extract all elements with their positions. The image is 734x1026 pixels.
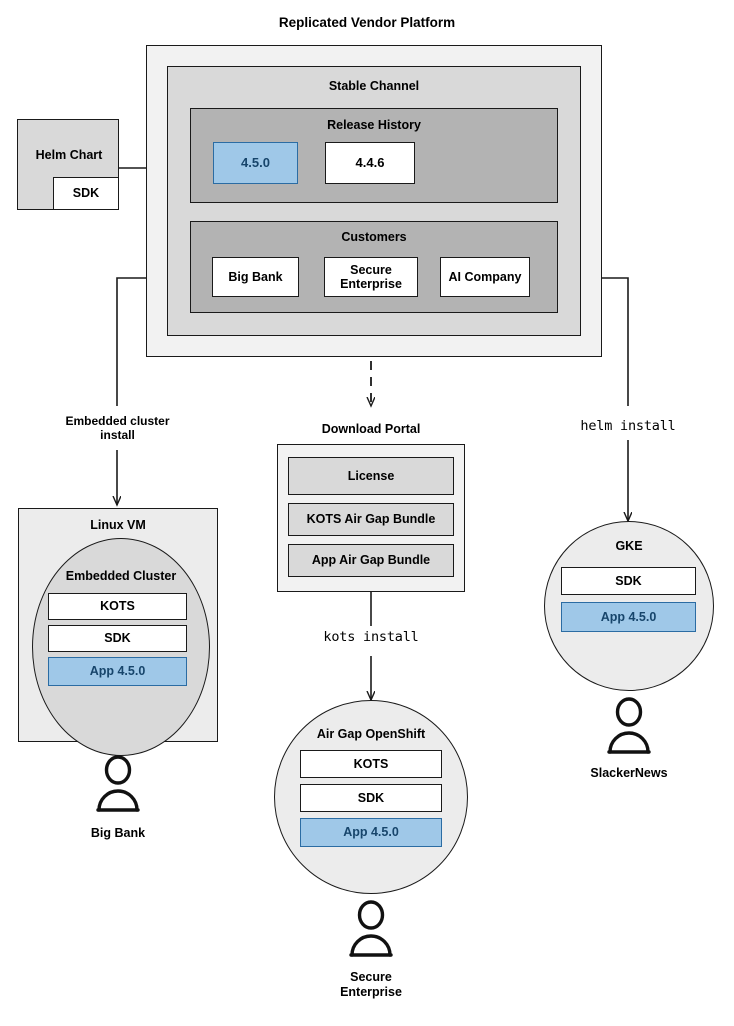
- edge-label-embedded-cluster-install: Embedded cluster install: [65, 414, 170, 443]
- helm-chart-box[interactable]: Helm Chart: [17, 119, 119, 210]
- download-portal-label: Download Portal: [321, 422, 421, 436]
- openshift-component-app[interactable]: App 4.5.0: [300, 818, 442, 847]
- person-icon: [349, 900, 393, 957]
- portal-artifact-app-airgap[interactable]: App Air Gap Bundle: [288, 544, 454, 577]
- openshift-component-app-label: App 4.5.0: [343, 825, 399, 840]
- page-title: Replicated Vendor Platform: [278, 15, 456, 30]
- portal-artifact-kots-airgap-label: KOTS Air Gap Bundle: [306, 512, 436, 527]
- gke-component-sdk[interactable]: SDK: [561, 567, 696, 595]
- linuxvm-component-sdk-label: SDK: [104, 631, 131, 646]
- edge-label-kots-install: kots install: [323, 629, 419, 645]
- gke-component-app-label: App 4.5.0: [600, 609, 657, 624]
- customer-label-secure-enterprise: Secure Enterprise: [340, 262, 402, 291]
- customer-box-ai-company[interactable]: AI Company: [440, 257, 530, 297]
- actor-caption-slackernews: SlackerNews: [590, 766, 668, 780]
- actor-slackernews: [603, 697, 655, 755]
- customer-label-big-bank: Big Bank: [228, 269, 283, 284]
- gke-label: GKE: [615, 539, 643, 553]
- person-icon: [607, 697, 651, 754]
- portal-artifact-license-label: License: [347, 468, 395, 483]
- linux-vm-label: Linux VM: [90, 518, 146, 532]
- stable-channel-label: Stable Channel: [328, 79, 420, 93]
- release-history-label: Release History: [327, 118, 421, 132]
- customer-box-big-bank[interactable]: Big Bank: [212, 257, 299, 297]
- embedded-cluster-label: Embedded Cluster: [65, 569, 177, 583]
- customers-label: Customers: [341, 230, 407, 244]
- person-icon: [96, 755, 140, 812]
- linuxvm-component-app-label: App 4.5.0: [89, 664, 146, 679]
- edge-label-helm-install: helm install: [580, 418, 676, 434]
- actor-big-bank: [92, 755, 144, 813]
- linuxvm-component-kots[interactable]: KOTS: [48, 593, 187, 620]
- helm-chart-label: Helm Chart: [35, 148, 103, 162]
- actor-caption-secure-enterprise: Secure Enterprise: [340, 970, 402, 1000]
- air-gap-openshift-label: Air Gap OpenShift: [316, 727, 426, 741]
- portal-artifact-license[interactable]: License: [288, 457, 454, 495]
- linuxvm-component-kots-label: KOTS: [100, 599, 135, 614]
- openshift-component-kots[interactable]: KOTS: [300, 750, 442, 778]
- portal-artifact-app-airgap-label: App Air Gap Bundle: [311, 553, 431, 568]
- customer-label-ai-company: AI Company: [448, 269, 522, 284]
- helm-chart-sdk-box[interactable]: SDK: [53, 177, 119, 210]
- actor-secure-enterprise: [345, 900, 397, 958]
- openshift-component-sdk[interactable]: SDK: [300, 784, 442, 812]
- customer-box-secure-enterprise[interactable]: Secure Enterprise: [324, 257, 418, 297]
- openshift-component-kots-label: KOTS: [353, 756, 389, 771]
- openshift-component-sdk-label: SDK: [357, 790, 385, 805]
- release-box-446[interactable]: 4.4.6: [325, 142, 415, 184]
- linuxvm-component-sdk[interactable]: SDK: [48, 625, 187, 652]
- actor-caption-big-bank: Big Bank: [90, 826, 146, 840]
- linuxvm-component-app[interactable]: App 4.5.0: [48, 657, 187, 686]
- portal-artifact-kots-airgap[interactable]: KOTS Air Gap Bundle: [288, 503, 454, 536]
- release-box-450[interactable]: 4.5.0: [213, 142, 298, 184]
- gke-component-app[interactable]: App 4.5.0: [561, 602, 696, 632]
- gke-component-sdk-label: SDK: [615, 573, 642, 588]
- helm-chart-sdk-label: SDK: [72, 186, 100, 201]
- release-version-446: 4.4.6: [355, 154, 385, 170]
- release-version-450: 4.5.0: [241, 154, 270, 170]
